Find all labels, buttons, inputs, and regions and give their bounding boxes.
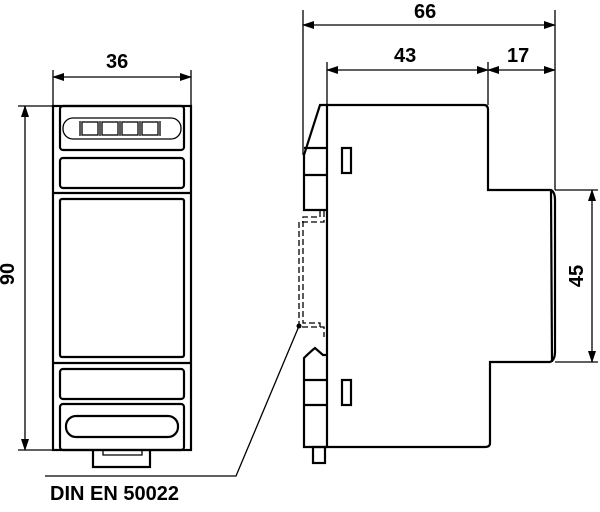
side-view (296, 103, 557, 465)
dimension-90 (18, 105, 53, 451)
dim-label-45: 45 (566, 264, 589, 288)
din-rail-label: DIN EN 50022 (50, 483, 179, 505)
dim-label-17: 17 (507, 45, 530, 67)
front-view (51, 104, 193, 469)
dimension-36 (52, 70, 192, 106)
dim-label-43: 43 (394, 45, 417, 67)
dim-label-66: 66 (414, 1, 437, 23)
rail-leader-line (45, 325, 300, 477)
dim-label-36: 36 (106, 51, 129, 73)
dimension-66 (302, 10, 556, 190)
dimension-45 (555, 189, 598, 363)
dimension-43 (326, 62, 489, 105)
dim-label-90: 90 (0, 262, 20, 286)
